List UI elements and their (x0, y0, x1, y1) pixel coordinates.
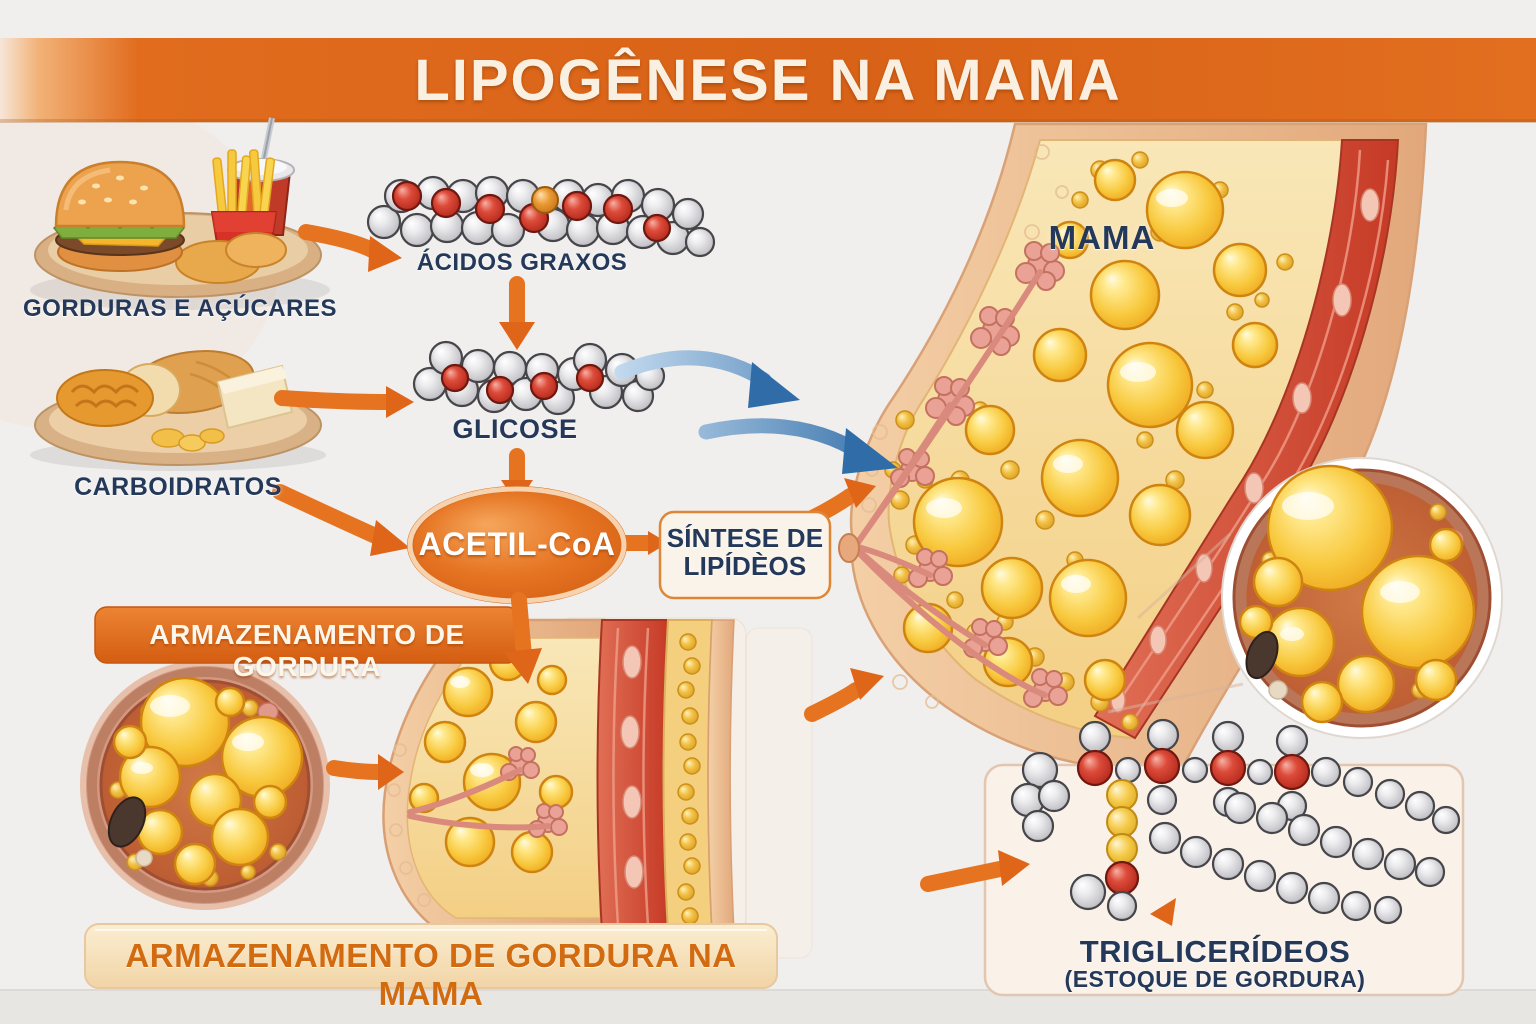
lipid-synthesis-box (658, 510, 832, 600)
storage-down-arrow (511, 592, 532, 664)
fat-storage-banner (94, 606, 520, 664)
small-breast-gland (407, 746, 568, 838)
white-bread (216, 364, 294, 430)
faint-panel-2 (745, 627, 813, 959)
inset-leader-line (1136, 532, 1232, 620)
fat-band-pebbles (677, 633, 701, 925)
glucose-molecule (412, 340, 666, 416)
title-banner (0, 38, 1536, 123)
storage-breast-banner (84, 923, 778, 989)
fatty-acid-molecule (366, 175, 716, 258)
inset-leader-line (1107, 682, 1244, 714)
small-breast-skin-texture (387, 743, 431, 907)
butter (199, 428, 225, 444)
nipple (838, 533, 860, 563)
adipocyte-inset-circle (1221, 457, 1503, 739)
fat-lobules (902, 158, 1279, 702)
acetyl-coa-oval (414, 492, 620, 598)
breast-cross-section-small (382, 618, 735, 934)
butter (178, 434, 206, 452)
flow-arrows-blue (614, 350, 898, 474)
pastry (56, 369, 154, 427)
milk-ducts (854, 269, 1048, 698)
burger (52, 160, 186, 272)
flow-arrows-orange (272, 224, 1176, 926)
nugget (225, 232, 287, 268)
fast-food-plate (30, 117, 330, 310)
triglyceride-pointer (1150, 898, 1176, 926)
adipocyte-nucleus (107, 796, 147, 848)
triglyceride-molecule (1010, 718, 1461, 925)
carbs-plate (30, 350, 326, 471)
breast-cross-section-large (838, 122, 1428, 774)
adipocyte-circle-left (80, 660, 330, 910)
inset-nucleus (1245, 630, 1279, 680)
